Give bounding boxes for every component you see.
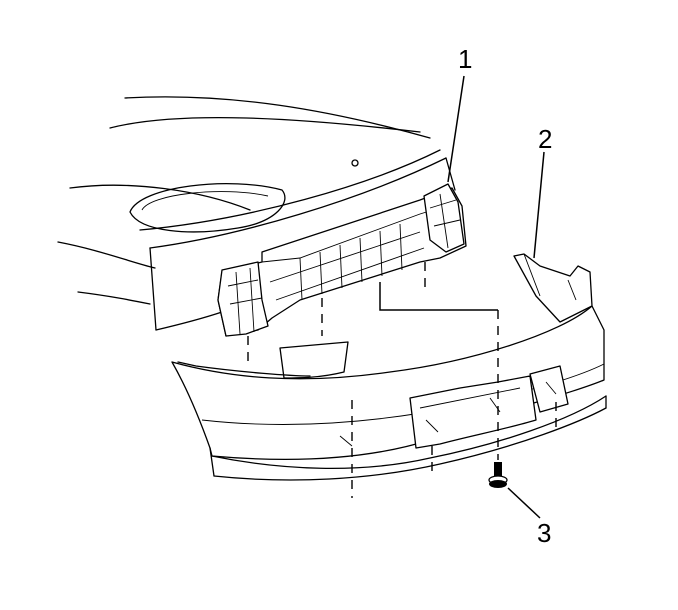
callout-label-3: 3 [537,518,552,548]
callout-label-2: 2 [538,124,553,154]
callout-label-1: 1 [458,44,473,74]
impact-bar [217,183,467,337]
callout-leaders [447,75,545,519]
vehicle-rear-body [57,96,456,331]
alignment-lines [247,262,557,498]
bumper-fascia [171,253,607,481]
fastener-screw [488,462,508,488]
